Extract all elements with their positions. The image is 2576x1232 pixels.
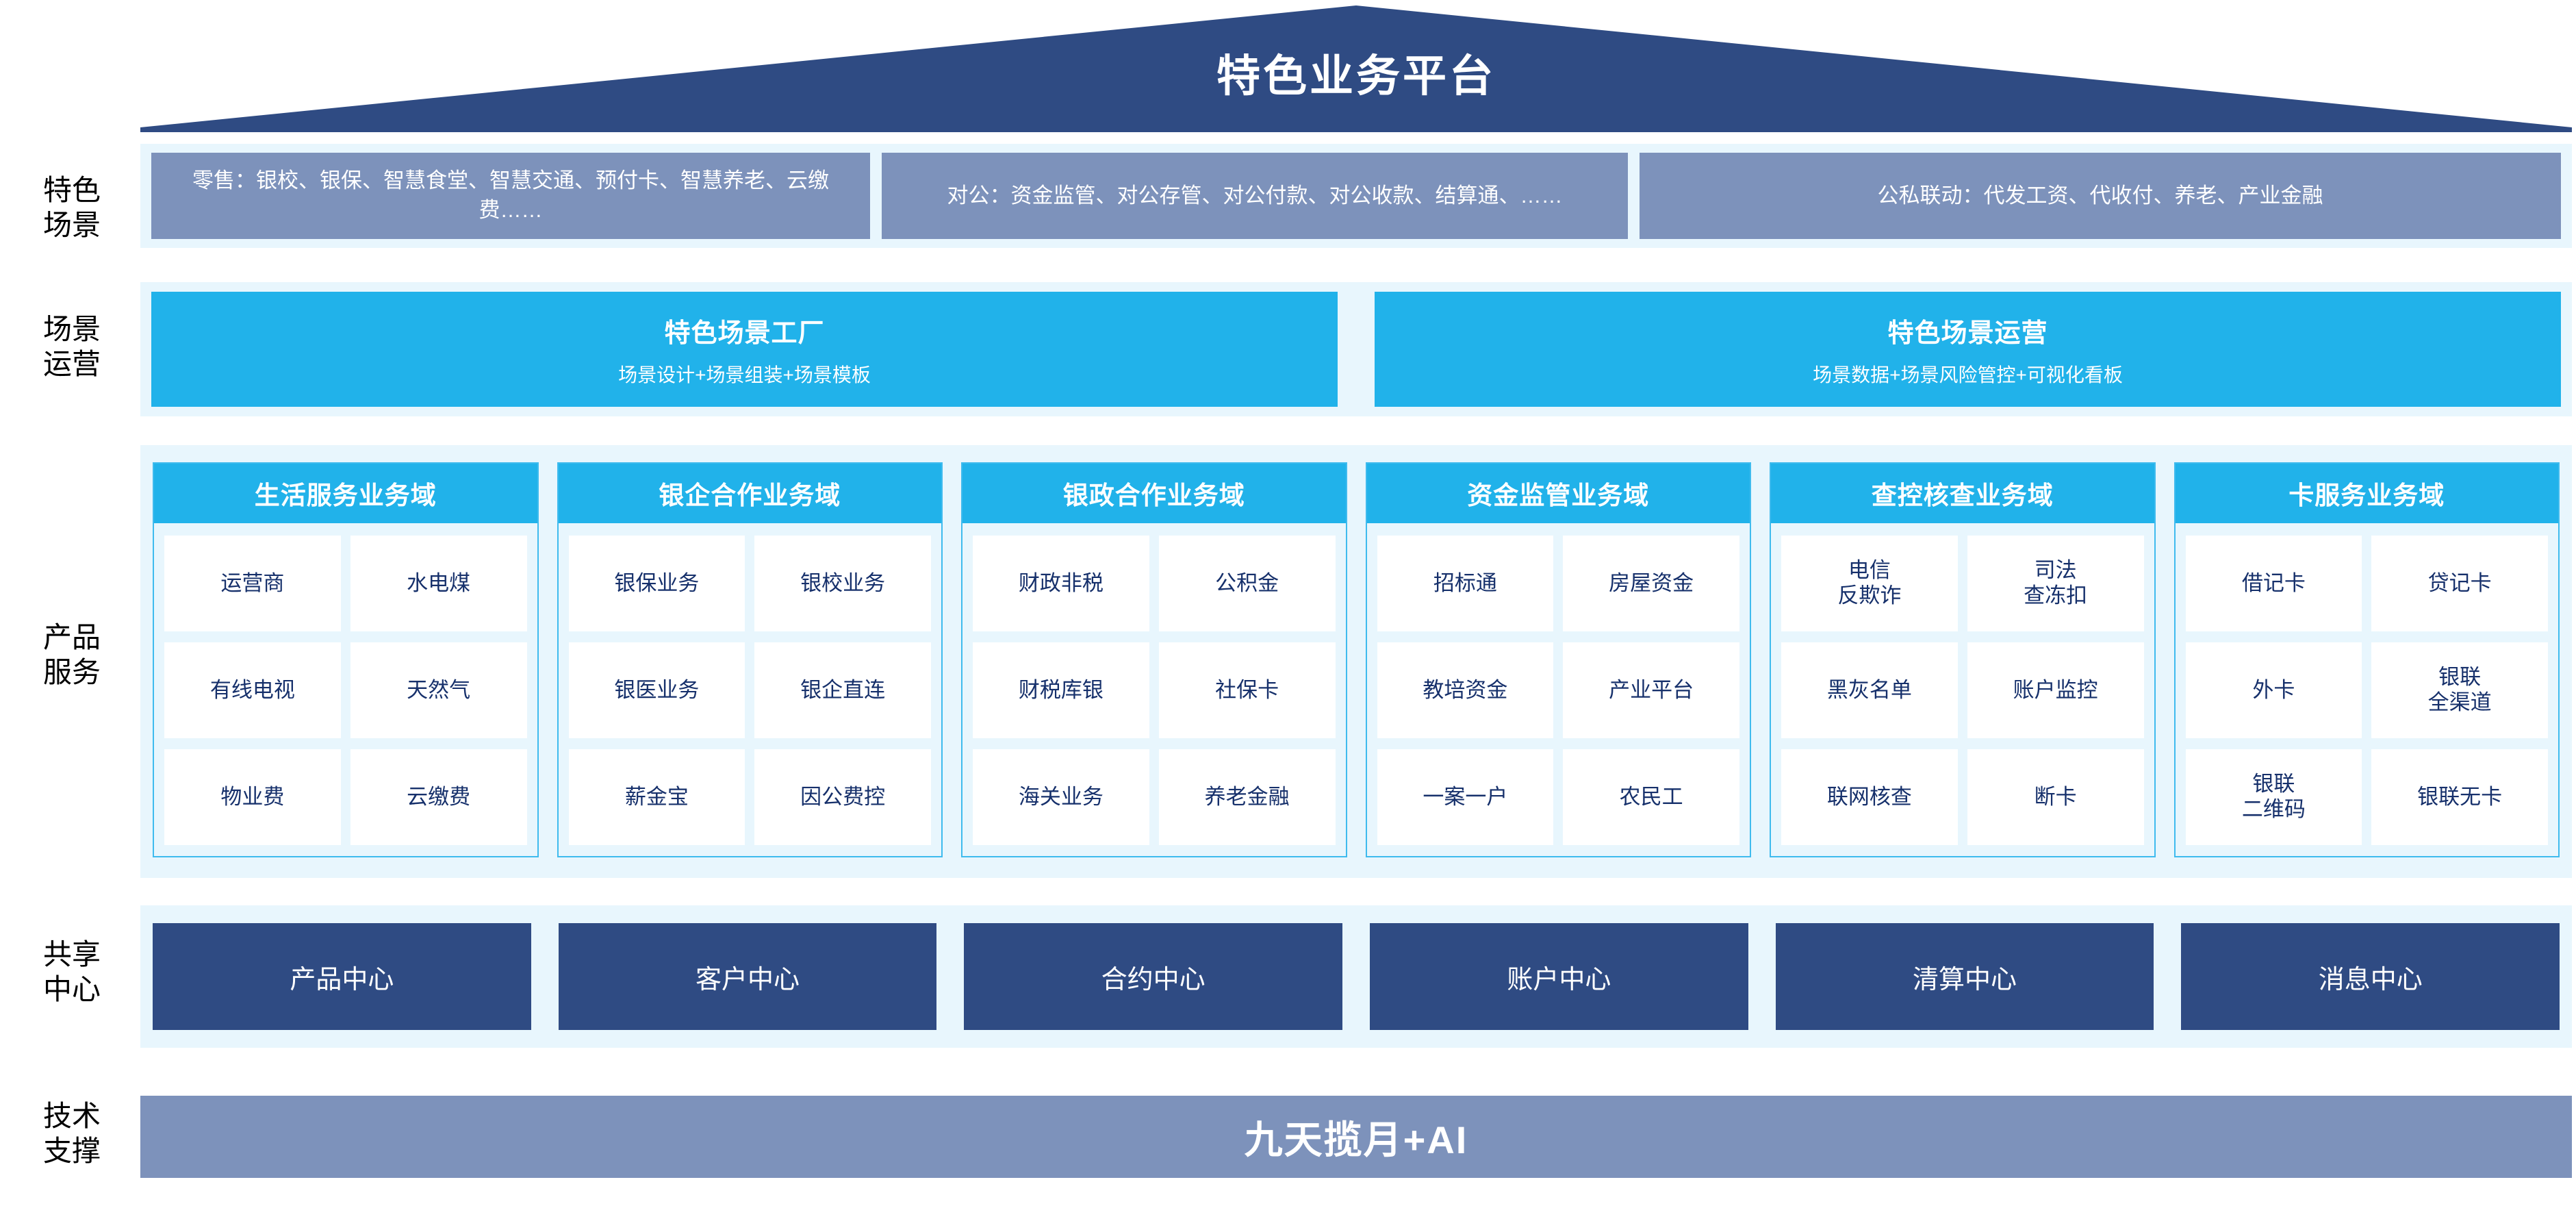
tech-support-band: 九天揽月+AI — [140, 1096, 2572, 1178]
product-cell[interactable]: 养老金融 — [1158, 749, 1336, 845]
scenario-operation-title: 特色场景运营 — [1887, 318, 2048, 348]
product-cell[interactable]: 银校业务 — [754, 536, 931, 631]
shared-center-clearing[interactable]: 清算中心 — [1775, 923, 2154, 1030]
domain-investigation-control-title: 查控核查业务域 — [1771, 464, 2154, 523]
product-cell[interactable]: 财政非税 — [973, 536, 1149, 631]
shared-center-account[interactable]: 账户中心 — [1370, 923, 1748, 1030]
product-cell[interactable]: 银联 二维码 — [2185, 749, 2362, 845]
product-cell[interactable]: 天然气 — [350, 642, 527, 738]
product-cell[interactable]: 因公费控 — [754, 749, 931, 845]
rail-label-scenario: 特色场景 — [42, 174, 101, 242]
page-title: 特色业务平台 — [1216, 51, 1496, 101]
product-cell[interactable]: 银保业务 — [568, 536, 745, 631]
scenario-box-retail[interactable]: 零售：银校、银保、智慧食堂、智慧交通、预付卡、智慧养老、云缴费…… — [151, 153, 870, 239]
product-cell[interactable]: 银医业务 — [568, 642, 745, 738]
product-cell[interactable]: 电信 反欺诈 — [1781, 536, 1958, 631]
roof-shape: 特色业务平台 — [140, 5, 2572, 132]
product-cell[interactable]: 海关业务 — [973, 749, 1149, 845]
scenario-box-corporate[interactable]: 对公：资金监管、对公存管、对公付款、对公收款、结算通、…… — [882, 153, 1628, 239]
shared-center-product[interactable]: 产品中心 — [153, 923, 531, 1030]
product-cell[interactable]: 银联 全渠道 — [2371, 642, 2548, 738]
product-cell[interactable]: 黑灰名单 — [1781, 642, 1958, 738]
product-cell[interactable]: 云缴费 — [350, 749, 527, 845]
product-cell[interactable]: 招标通 — [1377, 536, 1554, 631]
product-cell[interactable]: 银联无卡 — [2371, 749, 2548, 845]
product-cell[interactable]: 外卡 — [2185, 642, 2362, 738]
rail-label-tech: 技术支撑 — [42, 1100, 101, 1168]
scenario-operation-subtitle: 场景数据+场景风险管控+可视化看板 — [1813, 364, 2123, 386]
scenario-factory-subtitle: 场景设计+场景组装+场景模板 — [618, 364, 871, 386]
product-cell[interactable]: 教培资金 — [1377, 642, 1554, 738]
domain-bank-government-title: 银政合作业务域 — [962, 464, 1346, 523]
product-cell[interactable]: 产业平台 — [1563, 642, 1739, 738]
domain-investigation-control[interactable]: 查控核查业务域 电信 反欺诈 司法 查冻扣 黑灰名单 账户监控 联网核查 断卡 — [1770, 462, 2156, 857]
operations-box-scenario-factory[interactable]: 特色场景工厂 场景设计+场景组装+场景模板 — [151, 292, 1338, 407]
domain-card-service[interactable]: 卡服务业务域 借记卡 贷记卡 外卡 银联 全渠道 银联 二维码 银联无卡 — [2173, 462, 2560, 857]
rail-label-shared: 共享中心 — [42, 938, 101, 1006]
domain-life-service[interactable]: 生活服务业务域 运营商 水电煤 有线电视 天然气 物业费 云缴费 — [153, 462, 539, 857]
rail-label-product: 产品服务 — [42, 621, 101, 689]
scenario-factory-title: 特色场景工厂 — [664, 318, 825, 348]
product-cell[interactable]: 银企直连 — [754, 642, 931, 738]
product-cell[interactable]: 贷记卡 — [2371, 536, 2548, 631]
domain-bank-enterprise[interactable]: 银企合作业务域 银保业务 银校业务 银医业务 银企直连 薪金宝 因公费控 — [557, 462, 943, 857]
shared-center-band: 产品中心 客户中心 合约中心 账户中心 清算中心 消息中心 — [140, 905, 2572, 1048]
domain-card-service-title: 卡服务业务域 — [2175, 464, 2558, 523]
scenario-corporate-text: 对公：资金监管、对公存管、对公付款、对公收款、结算通、…… — [947, 183, 1563, 208]
shared-center-message[interactable]: 消息中心 — [2181, 923, 2560, 1030]
shared-center-customer[interactable]: 客户中心 — [558, 923, 937, 1030]
product-cell[interactable]: 财税库银 — [973, 642, 1149, 738]
scenario-retail-text: 零售：银校、银保、智慧食堂、智慧交通、预付卡、智慧养老、云缴费…… — [192, 168, 829, 222]
product-cell[interactable]: 公积金 — [1158, 536, 1336, 631]
domain-fund-supervision[interactable]: 资金监管业务域 招标通 房屋资金 教培资金 产业平台 一案一户 农民工 — [1365, 462, 1751, 857]
domain-bank-enterprise-title: 银企合作业务域 — [558, 464, 941, 523]
product-cell[interactable]: 借记卡 — [2185, 536, 2362, 631]
domain-fund-supervision-title: 资金监管业务域 — [1366, 464, 1750, 523]
product-cell[interactable]: 司法 查冻扣 — [1967, 536, 2144, 631]
product-cell[interactable]: 水电煤 — [350, 536, 527, 631]
product-cell[interactable]: 房屋资金 — [1563, 536, 1739, 631]
shared-center-contract[interactable]: 合约中心 — [964, 923, 1343, 1030]
scenario-linkage-text: 公私联动：代发工资、代收付、养老、产业金融 — [1877, 183, 2323, 208]
scenario-band: 零售：银校、银保、智慧食堂、智慧交通、预付卡、智慧养老、云缴费…… 对公：资金监… — [140, 144, 2572, 248]
product-cell[interactable]: 联网核查 — [1781, 749, 1958, 845]
domain-life-service-title: 生活服务业务域 — [154, 464, 537, 523]
operations-box-scenario-operation[interactable]: 特色场景运营 场景数据+场景风险管控+可视化看板 — [1375, 292, 2561, 407]
product-cell[interactable]: 运营商 — [164, 536, 341, 631]
product-cell[interactable]: 物业费 — [164, 749, 341, 845]
domain-bank-government[interactable]: 银政合作业务域 财政非税 公积金 财税库银 社保卡 海关业务 养老金融 — [961, 462, 1347, 857]
scenario-box-linkage[interactable]: 公私联动：代发工资、代收付、养老、产业金融 — [1640, 153, 2561, 239]
product-cell[interactable]: 农民工 — [1563, 749, 1739, 845]
product-cell[interactable]: 一案一户 — [1377, 749, 1554, 845]
product-cell[interactable]: 有线电视 — [164, 642, 341, 738]
operations-band: 特色场景工厂 场景设计+场景组装+场景模板 特色场景运营 场景数据+场景风险管控… — [140, 282, 2572, 416]
product-band: 生活服务业务域 运营商 水电煤 有线电视 天然气 物业费 云缴费 银企合作业务域… — [140, 445, 2572, 878]
product-cell[interactable]: 断卡 — [1967, 749, 2144, 845]
rail-label-operations: 场景运营 — [42, 313, 101, 381]
product-cell[interactable]: 薪金宝 — [568, 749, 745, 845]
product-cell[interactable]: 社保卡 — [1158, 642, 1336, 738]
tech-support-title: 九天揽月+AI — [1244, 1118, 1468, 1161]
product-cell[interactable]: 账户监控 — [1967, 642, 2144, 738]
